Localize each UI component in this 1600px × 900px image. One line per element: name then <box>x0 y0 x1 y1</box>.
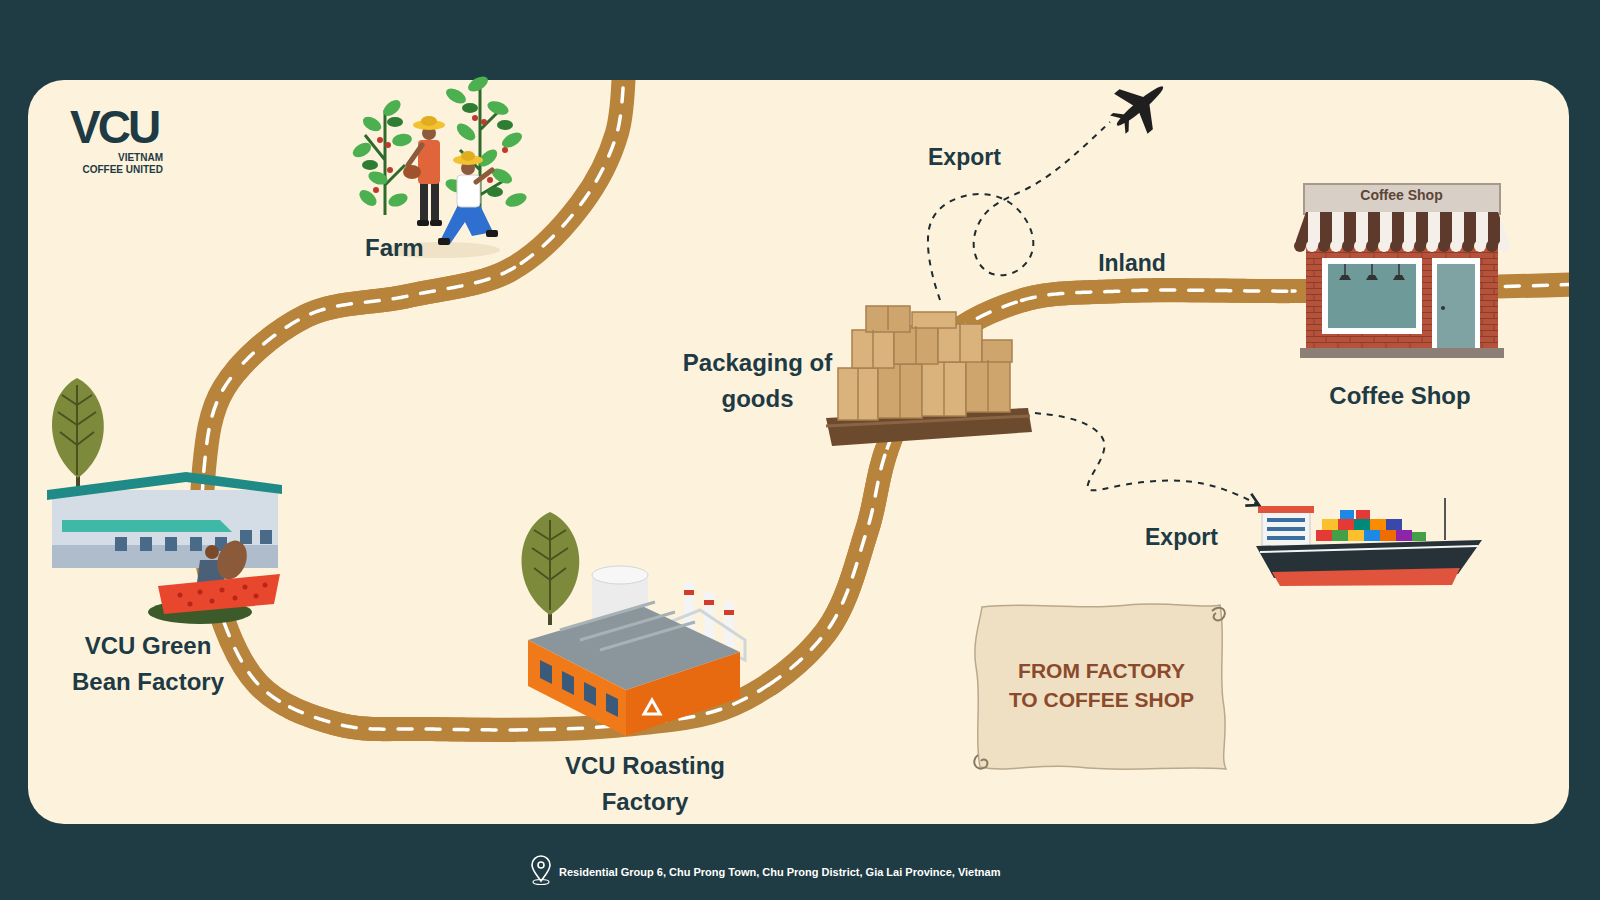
road-dashes <box>235 267 514 372</box>
ship-export: Export <box>1255 495 1483 587</box>
station-label: Packaging of goods <box>675 345 840 417</box>
scroll-shape <box>968 597 1236 777</box>
station-label: Coffee Shop <box>1320 378 1480 414</box>
export-route <box>928 122 1110 300</box>
logo-wordmark: VCU <box>70 104 158 150</box>
packaging-station: Packaging of goods <box>670 300 1035 450</box>
dashed-route <box>928 122 1110 300</box>
farm-illustration <box>350 73 528 258</box>
roasting-factory-illustration <box>522 512 746 736</box>
logo-tagline: VIETNAM COFFEE UNITED <box>79 152 163 175</box>
export-route <box>1035 413 1259 505</box>
road-connector <box>768 450 886 685</box>
airplane-icon <box>1100 67 1179 145</box>
green-bean-factory-station: VCU Green Bean Factory <box>40 372 290 712</box>
shop-sign-text: Coffee Shop <box>1304 187 1499 204</box>
coffee-shop-illustration <box>1294 184 1510 358</box>
pallet-illustration <box>826 306 1032 446</box>
road-connector <box>235 267 514 372</box>
cargo-ship-illustration <box>1256 498 1482 586</box>
location-pin-icon <box>532 856 550 881</box>
edge-label: Inland <box>1092 250 1172 278</box>
address-footer: Residential Group 6, Chu Prong Town, Chu… <box>559 866 1001 879</box>
road-dashes <box>290 707 516 730</box>
coffee-shop-station: Coffee ShopCoffee Shop <box>1290 180 1515 420</box>
road <box>202 80 1569 730</box>
export-label: Export <box>1145 520 1218 555</box>
road-connector <box>290 707 516 730</box>
farm-station: Farm <box>350 84 540 268</box>
road-surface <box>290 707 516 730</box>
title-scroll: FROM FACTORY TO COFFEE SHOP <box>968 597 1236 777</box>
road-dashes <box>202 80 1569 730</box>
dashed-route <box>1035 413 1259 505</box>
station-label: VCU Roasting Factory <box>545 748 745 820</box>
roasting-factory-station: VCU Roasting Factory <box>515 510 770 824</box>
road-surface <box>768 450 886 685</box>
road-dashes <box>1022 290 1291 301</box>
scroll-title: FROM FACTORY TO COFFEE SHOP <box>1004 656 1199 715</box>
panel <box>28 80 1569 824</box>
road-surface <box>235 267 514 372</box>
road-surface <box>1022 290 1291 301</box>
road-connector <box>1022 290 1291 301</box>
station-label: VCU Green Bean Factory <box>63 628 233 700</box>
station-label: Farm <box>365 230 424 266</box>
road-dashes <box>768 450 886 685</box>
road-surface <box>202 80 1569 730</box>
airplane-export: Export <box>1108 80 1170 136</box>
export-label: Export <box>928 140 1001 175</box>
green-bean-factory-illustration <box>47 378 282 624</box>
